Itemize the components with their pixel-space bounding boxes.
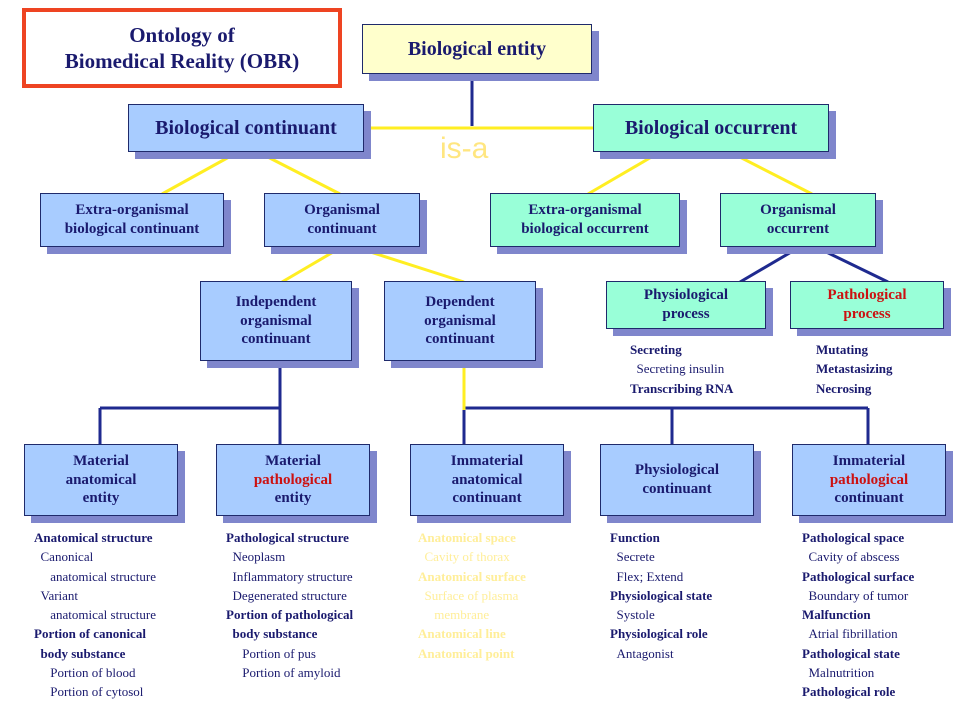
edge-orgocc-physproc [739, 246, 799, 284]
edge-org-indep [281, 246, 341, 284]
node-immaterial-anatomical-continuant: Immaterial anatomical continuant [410, 444, 564, 516]
immaterial-pathological-line-3: continuant [834, 490, 904, 507]
diagram-title: Ontology of Biomedical Reality (OBR) [22, 8, 342, 88]
list-item: Anatomical line [418, 626, 506, 642]
list-item: Portion of canonical [34, 626, 146, 642]
edge-occ-org [729, 150, 813, 196]
material-pathological-line-2: pathological [253, 471, 333, 488]
material-anatomical-line-3: entity [82, 490, 120, 507]
list-item: body substance [34, 645, 126, 661]
list-item: Portion of amyloid [226, 665, 341, 681]
list-item: Pathological structure [226, 530, 349, 545]
list-item: Malfunction [802, 607, 871, 623]
node-extra-organismal-continuant: Extra-organismal biological continuant [40, 193, 224, 247]
list-item: Flex; Extend [610, 568, 684, 584]
node-material-pathological-entity: Material pathological entity [216, 444, 370, 516]
node-pathological-process: Pathological process [790, 281, 944, 329]
list-item: Portion of blood [34, 665, 136, 681]
list-item: Anatomical surface [418, 568, 526, 584]
list-item: body substance [226, 626, 318, 642]
list-item: Secreting [630, 342, 682, 357]
node-organismal-continuant: Organismal continuant [264, 193, 420, 247]
node-dependent-organismal-continuant: Dependent organismal continuant [384, 281, 536, 361]
list-item: Mutating [816, 342, 868, 357]
node-extra-organismal-occurrent: Extra-organismal biological occurrent [490, 193, 680, 247]
list-item: Cavity of thorax [418, 549, 510, 565]
list-item: anatomical structure [34, 568, 157, 584]
list-item: membrane [418, 607, 490, 623]
list-item: Variant [34, 587, 79, 603]
list-item: Transcribing RNA [630, 380, 734, 396]
list-item: Cavity of abscess [802, 549, 900, 565]
node-biological-continuant: Biological continuant [128, 104, 364, 152]
list-item: Necrosing [816, 380, 872, 396]
node-biological-occurrent: Biological occurrent [593, 104, 829, 152]
list-item: Portion of cytosol [34, 684, 144, 700]
list-item: Secreting insulin [630, 361, 725, 377]
list-item: Canonical [34, 549, 94, 565]
edge-orgocc-pathproc [817, 246, 889, 284]
isa-label: is-a [440, 132, 489, 165]
list-material-pathological: Pathological structure Neoplasm Inflamma… [226, 528, 353, 682]
material-anatomical-line-1: Material [73, 452, 129, 469]
list-item: Systole [610, 607, 655, 623]
node-material-anatomical-entity: Material anatomical entity [24, 444, 178, 516]
immaterial-pathological-line-2: pathological [829, 471, 909, 488]
list-item: Inflammatory structure [226, 568, 353, 584]
list-item: Anatomical structure [34, 530, 153, 545]
node-organismal-occurrent: Organismal occurrent [720, 193, 876, 247]
list-item: Portion of pathological [226, 607, 354, 623]
list-item: Atrial fibrillation [802, 626, 898, 642]
list-item: Neoplasm [226, 549, 286, 565]
list-item: Malnutrition [802, 665, 875, 681]
edge-occ-extra [587, 150, 661, 196]
list-item: Physiological state [610, 587, 713, 603]
node-physiological-continuant: Physiological continuant [600, 444, 754, 516]
list-item: Secrete [610, 549, 655, 565]
list-item: Portion of pus [226, 645, 316, 661]
list-item: Surface of plasma [418, 587, 519, 603]
material-anatomical-line-2: anatomical [65, 471, 137, 488]
list-item: Pathological role [802, 684, 896, 700]
list-item: anatomical structure [34, 607, 157, 623]
node-biological-entity: Biological entity [362, 24, 592, 74]
list-item: Pathological space [802, 530, 905, 545]
node-immaterial-pathological-continuant: Immaterial pathological continuant [792, 444, 946, 516]
edge-cont-org [257, 150, 341, 196]
material-pathological-line-1: Material [265, 452, 321, 469]
list-item: Anatomical point [418, 645, 515, 661]
list-item: Antagonist [610, 645, 674, 661]
list-item: Pathological state [802, 645, 900, 661]
list-item: Function [610, 530, 660, 545]
list-item: Boundary of tumor [802, 587, 909, 603]
node-independent-organismal-continuant: Independent organismal continuant [200, 281, 352, 361]
list-item: Anatomical space [418, 530, 516, 545]
list-item: Pathological surface [802, 568, 915, 584]
list-material-anatomical: Anatomical structure Canonical anatomica… [34, 528, 156, 702]
immaterial-pathological-line-1: Immaterial [832, 452, 906, 469]
node-physiological-process: Physiological process [606, 281, 766, 329]
list-item: Physiological role [610, 626, 708, 642]
material-pathological-line-3: entity [274, 490, 312, 507]
list-item: Metastasizing [816, 361, 893, 377]
list-item: Degenerated structure [226, 587, 347, 603]
edge-org-dep [357, 246, 465, 284]
edge-cont-extra [161, 150, 239, 196]
